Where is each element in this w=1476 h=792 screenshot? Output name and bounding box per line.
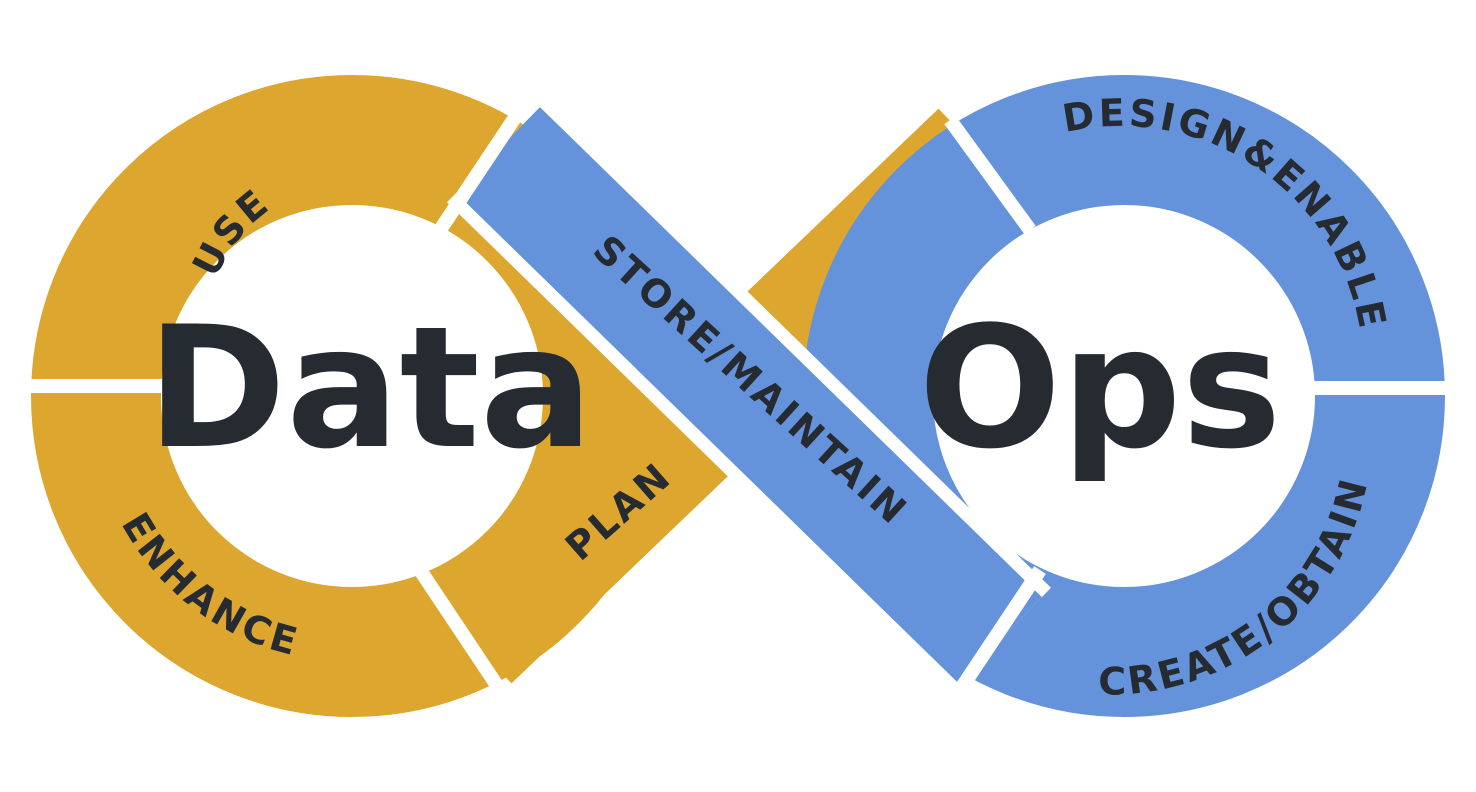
left-ring <box>31 75 673 717</box>
title-ops: Ops <box>918 290 1281 486</box>
right-ring <box>803 75 1445 717</box>
store-maintain-band <box>456 107 1042 683</box>
segment-dividers <box>20 106 1460 694</box>
title-data: Data <box>147 290 594 486</box>
